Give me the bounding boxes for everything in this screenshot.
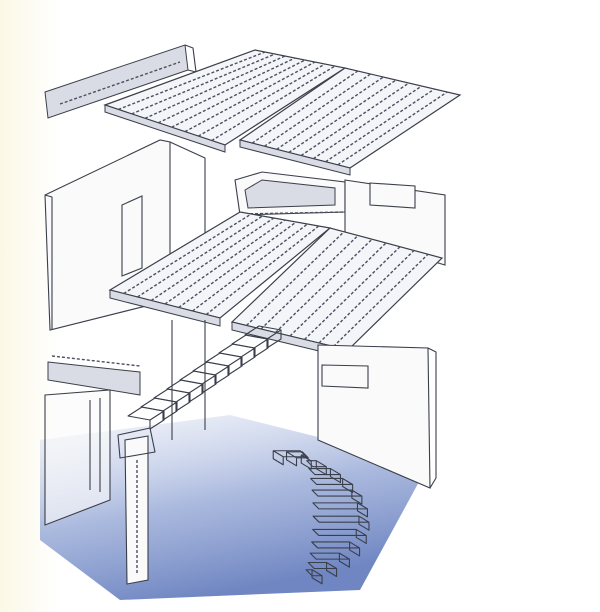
- lintel-box: [234, 171, 346, 216]
- spiral-stair-step: [306, 460, 327, 476]
- spiral-stair-step: [312, 515, 370, 531]
- slab-rib: [251, 70, 359, 144]
- spiral-staircase: [272, 450, 370, 585]
- upper-right-wall: [344, 179, 446, 266]
- slab-rib: [192, 223, 308, 312]
- slab-rib: [246, 231, 345, 327]
- slab-rib: [289, 242, 387, 337]
- slab-rib: [312, 85, 423, 160]
- slab-rib: [158, 57, 296, 124]
- upper-floor-slab-left: [103, 49, 347, 153]
- slab-rib: [184, 61, 316, 133]
- straight-staircase: [127, 325, 282, 430]
- spiral-stair-step: [305, 569, 323, 585]
- spiral-stair-step: [310, 477, 354, 494]
- slab-rib: [260, 234, 359, 330]
- slab-rib: [123, 213, 252, 295]
- slab-rib: [178, 221, 297, 309]
- slab-rib: [118, 51, 266, 111]
- spiral-stair-step: [311, 489, 363, 505]
- upper-floor-slab-right: [238, 67, 462, 176]
- spiral-stair-step: [312, 502, 369, 518]
- lower-left-wall: [44, 320, 206, 526]
- slab-rib: [264, 73, 371, 147]
- slab-rib: [131, 53, 276, 115]
- column: [117, 427, 156, 585]
- slab-rib: [276, 76, 384, 150]
- spiral-stair-step: [311, 541, 361, 557]
- lower-beam: [47, 355, 141, 396]
- slab-rib: [205, 225, 320, 316]
- slab-rib: [304, 246, 401, 341]
- slab-rib: [288, 79, 397, 154]
- slab-rib: [164, 219, 286, 305]
- slab-rib: [211, 65, 336, 142]
- slab-rib: [144, 55, 286, 119]
- slab-rib: [318, 249, 415, 344]
- spiral-stair-step: [307, 561, 338, 578]
- slab-rib: [333, 253, 429, 348]
- spiral-stair-step: [309, 552, 350, 568]
- middle-floor-slab-left: [108, 211, 332, 327]
- spiral-stair-step: [312, 528, 367, 544]
- slab-rib: [275, 238, 373, 334]
- spiral-stair-step: [285, 451, 309, 467]
- lower-right-wall: [317, 344, 437, 489]
- slab-rib: [337, 91, 448, 166]
- slab-rib: [300, 82, 410, 157]
- stair-step: [244, 325, 282, 349]
- top-beam: [44, 44, 197, 119]
- slab-rib: [325, 88, 435, 163]
- slab-rib: [197, 63, 326, 137]
